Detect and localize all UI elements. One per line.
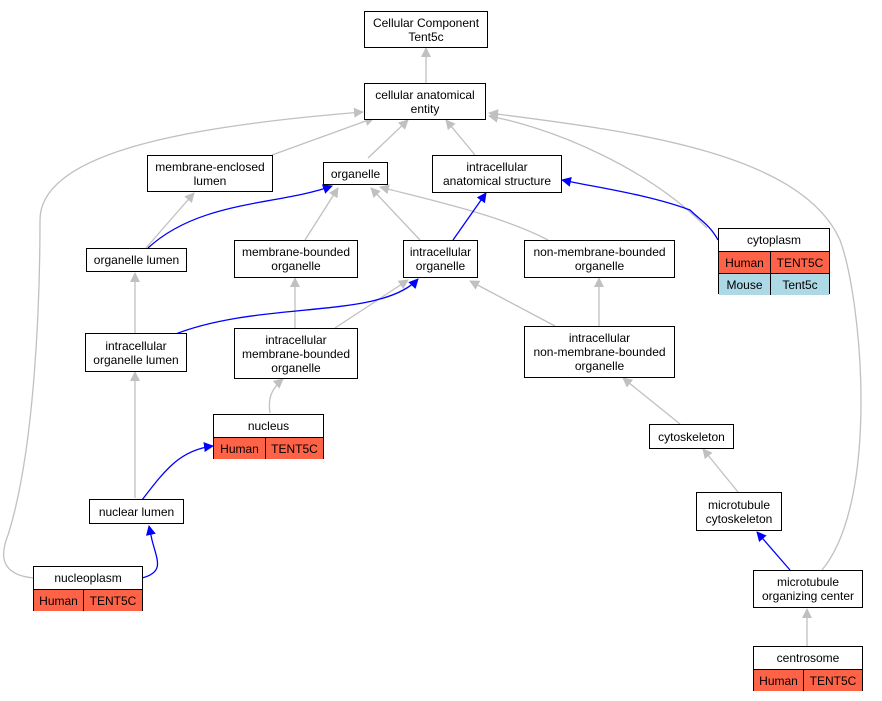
gene-row-human: Human TENT5C: [34, 590, 142, 611]
node-non-membrane-bounded-organelle[interactable]: non-membrane-bounded organelle: [524, 240, 675, 278]
node-organelle[interactable]: organelle: [323, 162, 388, 185]
edge-org-to-cae: [367, 119, 409, 159]
species-label: Human: [754, 670, 804, 691]
edge-iol-partof-io: [172, 278, 419, 336]
gene-node-nucleus[interactable]: nucleus Human TENT5C: [213, 414, 324, 459]
edge-nucleoplasm-to-cae: [2, 107, 364, 579]
species-label: Human: [34, 590, 84, 611]
edge-ol-partof-org: [147, 184, 333, 249]
gene-node-title: nucleoplasm: [34, 567, 142, 590]
node-cellular-anatomical-entity[interactable]: cellular anatomical entity: [364, 83, 486, 120]
node-cellular-component-tent5c[interactable]: Cellular Component Tent5c: [364, 11, 488, 48]
edge-nucleoplasm-partof-nl: [141, 525, 159, 579]
node-intracellular-organelle-lumen[interactable]: intracellular organelle lumen: [85, 333, 187, 372]
edge-nl-partof-nucleus: [141, 442, 214, 501]
edge-ias-to-cae: [445, 119, 476, 156]
edge-cyto-partof-ias: [561, 176, 719, 241]
edge-nucleus-to-imbo: [268, 378, 284, 414]
gene-row-mouse: Mouse Tent5c: [719, 273, 829, 295]
edge-mtoc-to-cae: [488, 109, 862, 571]
edge-ol-to-mel: [145, 192, 195, 249]
edge-cytoskeleton-to-inmbo: [622, 377, 681, 425]
gene-symbol: Tent5c: [771, 274, 829, 295]
node-organelle-lumen[interactable]: organelle lumen: [86, 248, 187, 272]
gene-symbol: TENT5C: [771, 252, 829, 273]
gene-node-title: cytoplasm: [719, 229, 829, 252]
edge-cyto-to-cae: [488, 112, 708, 229]
gene-row-human: Human TENT5C: [214, 438, 323, 459]
gene-symbol: TENT5C: [804, 670, 862, 691]
edge-mel-to-cae: [271, 116, 375, 156]
edge-io-partof-ias: [452, 192, 487, 241]
node-microtubule-cytoskeleton[interactable]: microtubule cytoskeleton: [696, 492, 782, 531]
node-intracellular-anatomical-structure[interactable]: intracellular anatomical structure: [432, 155, 562, 193]
node-intracellular-non-membrane-bounded-organelle[interactable]: intracellular non-membrane-bounded organ…: [524, 326, 675, 378]
gene-node-nucleoplasm[interactable]: nucleoplasm Human TENT5C: [33, 566, 143, 611]
node-nuclear-lumen[interactable]: nuclear lumen: [89, 499, 184, 524]
gene-row-human: Human TENT5C: [719, 252, 829, 273]
edge-nmbo-to-org: [379, 184, 549, 241]
species-label: Human: [719, 252, 771, 273]
edge-mbo-to-org: [304, 187, 339, 241]
edge-mtoc-partof-mtc: [756, 531, 791, 571]
node-intracellular-membrane-bounded-organelle[interactable]: intracellular membrane-bounded organelle: [234, 328, 358, 379]
gene-symbol: TENT5C: [266, 438, 323, 459]
species-label: Human: [214, 438, 266, 459]
gene-node-title: nucleus: [214, 415, 323, 438]
edge-mtc-to-cytoskeleton: [702, 448, 739, 493]
gene-row-human: Human TENT5C: [754, 670, 862, 691]
node-membrane-enclosed-lumen[interactable]: membrane-enclosed lumen: [147, 155, 273, 192]
gene-node-title: centrosome: [754, 647, 862, 670]
node-cytoskeleton[interactable]: cytoskeleton: [649, 424, 734, 449]
gene-symbol: TENT5C: [84, 590, 142, 611]
node-membrane-bounded-organelle[interactable]: membrane-bounded organelle: [234, 240, 358, 278]
edge-inmbo-to-io: [469, 280, 556, 327]
gene-node-centrosome[interactable]: centrosome Human TENT5C: [753, 646, 863, 691]
edge-imbo-to-io: [334, 279, 409, 329]
gene-node-cytoplasm[interactable]: cytoplasm Human TENT5C Mouse Tent5c: [718, 228, 830, 295]
node-microtubule-organizing-center[interactable]: microtubule organizing center: [753, 570, 863, 608]
edge-io-to-org: [370, 187, 421, 241]
species-label: Mouse: [719, 274, 771, 295]
node-intracellular-organelle[interactable]: intracellular organelle: [403, 240, 478, 278]
